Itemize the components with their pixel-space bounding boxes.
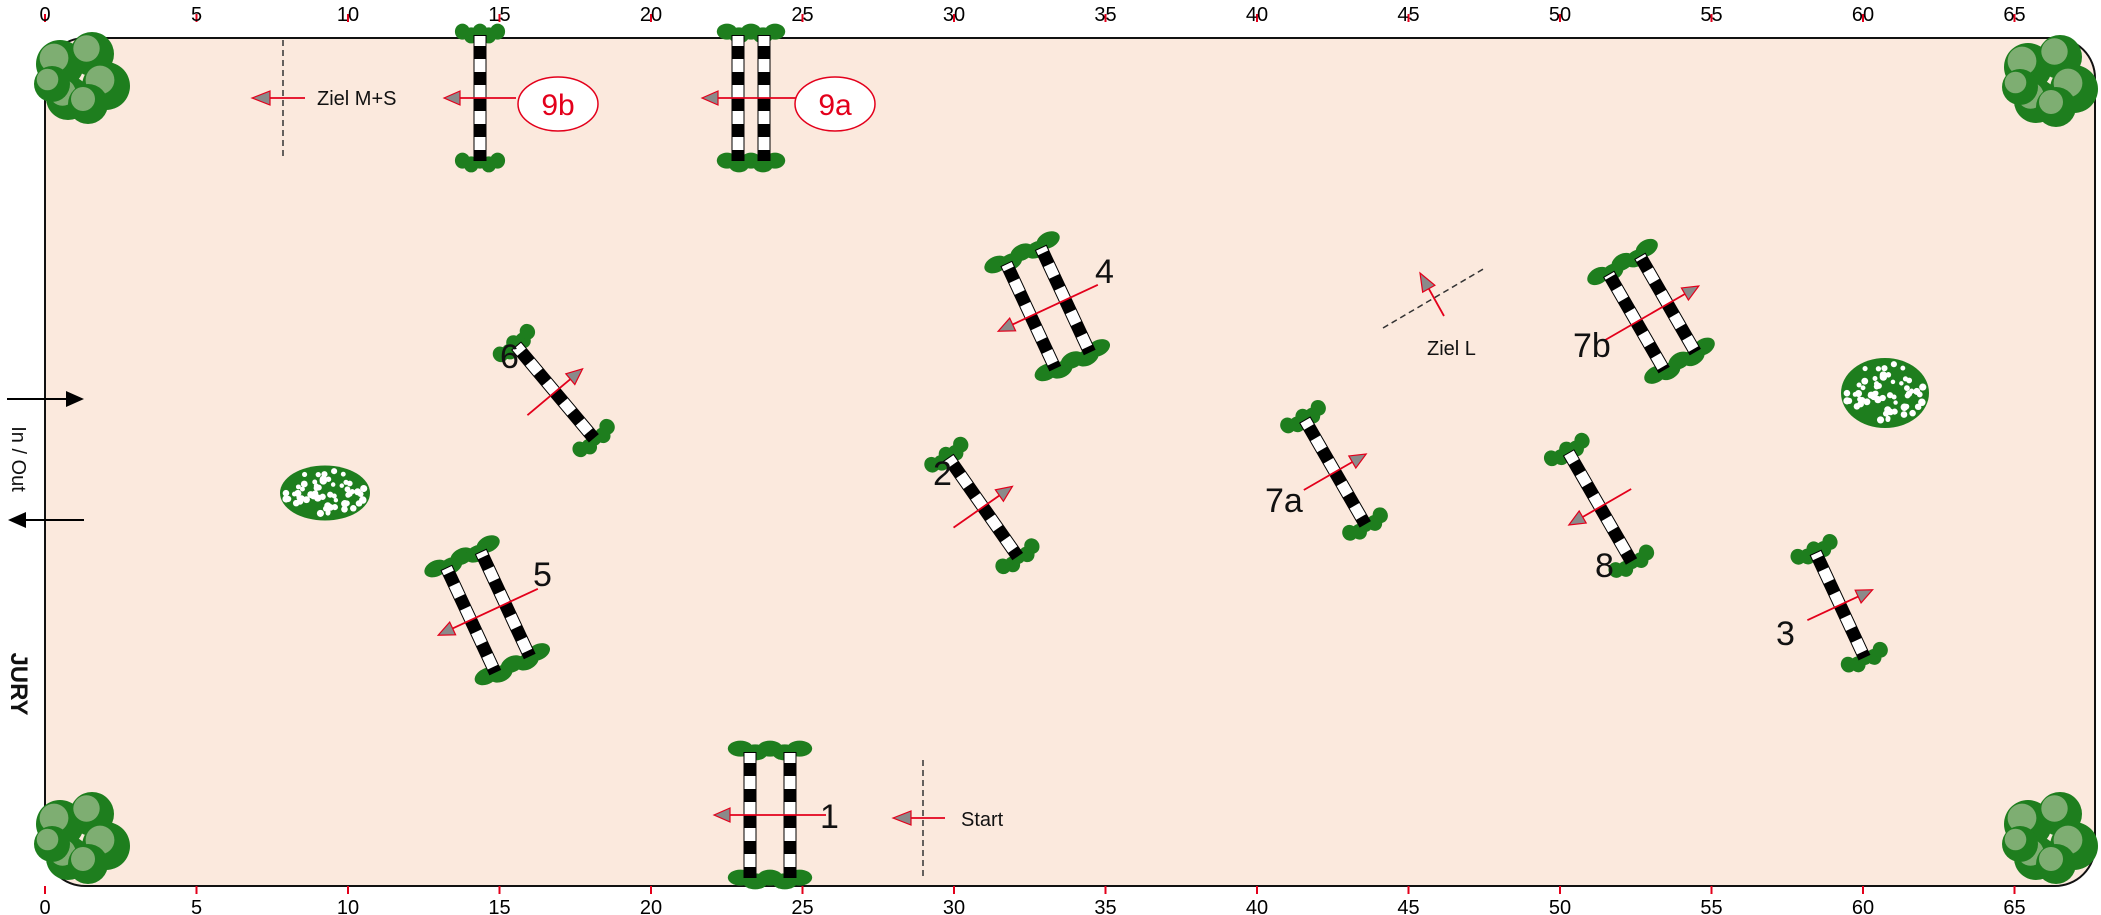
direction-arrow	[1567, 488, 1632, 526]
direction-arrow	[436, 587, 539, 636]
flower-box-left	[280, 465, 370, 521]
scale-label: 20	[640, 4, 662, 26]
scale-label: 50	[1549, 4, 1571, 26]
scale-label: 5	[191, 897, 202, 915]
direction-arrow	[1604, 285, 1701, 341]
scale-label: 35	[1094, 897, 1116, 915]
corner-bush-top-left	[34, 32, 130, 124]
scale-label: 15	[488, 897, 510, 915]
finish-l-label: Ziel L	[1427, 338, 1476, 360]
direction-arrow	[526, 367, 584, 416]
scale-label: 0	[39, 4, 50, 26]
direction-arrow	[700, 90, 800, 106]
scale-label: 25	[791, 4, 813, 26]
jump-6[interactable]	[481, 314, 629, 470]
corner-bush-bottom-left	[34, 792, 130, 884]
scale-label: 65	[2003, 897, 2025, 915]
direction-arrow	[1419, 271, 1445, 317]
scale-label: 35	[1094, 4, 1116, 26]
jump-label-9a: 9a	[818, 89, 852, 122]
scale-label: 40	[1246, 897, 1268, 915]
jump-5[interactable]	[409, 526, 567, 698]
scale-label: 55	[1700, 897, 1722, 915]
scale-label: 10	[337, 4, 359, 26]
standard-foliage	[1644, 337, 1715, 384]
scale-label: 60	[1852, 897, 1874, 915]
direction-arrow	[1806, 589, 1874, 622]
scale-label: 10	[337, 897, 359, 915]
jump-label-8: 8	[1595, 547, 1614, 585]
jump-label-6: 6	[500, 338, 519, 376]
jump-label-9b-badge: 9b	[517, 76, 599, 132]
scale-label: 30	[943, 4, 965, 26]
direction-arrow	[891, 810, 945, 826]
scale-label: 65	[2003, 4, 2025, 26]
standard-foliage	[924, 436, 969, 473]
jump-label-9b: 9b	[541, 89, 574, 122]
scale-label: 30	[943, 897, 965, 915]
direction-arrow	[442, 90, 516, 106]
jump-label-1: 1	[820, 798, 839, 836]
standard-foliage	[492, 323, 536, 363]
jump-label-7a: 7a	[1265, 482, 1303, 520]
start-arrow	[891, 810, 945, 826]
finish-l-arrow	[1419, 271, 1445, 317]
jury-label: JURY	[5, 652, 32, 715]
jump-3[interactable]	[1778, 527, 1902, 683]
finish-ms-label: Ziel M+S	[317, 88, 396, 110]
jump-4[interactable]	[969, 222, 1127, 394]
jump-1[interactable]	[712, 740, 826, 890]
jump-label-4: 4	[1095, 253, 1114, 291]
scale-label: 40	[1246, 4, 1268, 26]
scale-top: 0 5 10 15 20 25 30 35 40 45 50 55 60 65	[39, 4, 2025, 26]
jump-9a[interactable]	[700, 23, 800, 173]
standard-foliage	[1840, 641, 1888, 673]
jump-9b[interactable]	[442, 23, 516, 173]
scale-label: 45	[1397, 897, 1419, 915]
out-arrow	[8, 512, 84, 528]
direction-arrow	[1303, 453, 1368, 491]
arena-surface	[44, 37, 2096, 887]
jump-label-7b: 7b	[1573, 327, 1611, 365]
scale-label: 60	[1852, 4, 1874, 26]
scale-label: 25	[791, 897, 813, 915]
jump-7b[interactable]	[1572, 228, 1732, 398]
jump-label-9a-badge: 9a	[794, 76, 876, 132]
scale-bottom: 0 5 10 15 20 25 30 35 40 45 50 55 60 65	[39, 886, 2026, 915]
standard-foliage	[1543, 432, 1590, 467]
jump-label-2: 2	[933, 455, 952, 493]
jump-2[interactable]	[912, 427, 1053, 586]
in-out-label: In / Out	[7, 426, 29, 492]
corner-bush-bottom-right	[2002, 792, 2098, 884]
flower-box-right	[1841, 358, 1929, 428]
in-arrow	[7, 391, 84, 407]
jump-8[interactable]	[1532, 425, 1669, 590]
jump-7a[interactable]	[1268, 392, 1402, 553]
direction-arrow	[712, 807, 826, 823]
scale-label: 0	[39, 897, 50, 915]
direction-arrow	[996, 283, 1099, 332]
scale-label: 15	[488, 4, 510, 26]
scale-label: 45	[1397, 4, 1419, 26]
finish-ms-arrow	[250, 90, 305, 106]
scale-label: 50	[1549, 897, 1571, 915]
direction-arrow	[952, 485, 1014, 529]
corner-bush-top-right	[2002, 35, 2098, 127]
scale-label: 20	[640, 897, 662, 915]
start-label: Start	[961, 809, 1004, 831]
jump-label-5: 5	[533, 556, 552, 594]
direction-arrow	[250, 90, 305, 106]
scale-label: 55	[1700, 4, 1722, 26]
scale-label: 5	[191, 4, 202, 26]
jump-label-3: 3	[1776, 615, 1795, 653]
